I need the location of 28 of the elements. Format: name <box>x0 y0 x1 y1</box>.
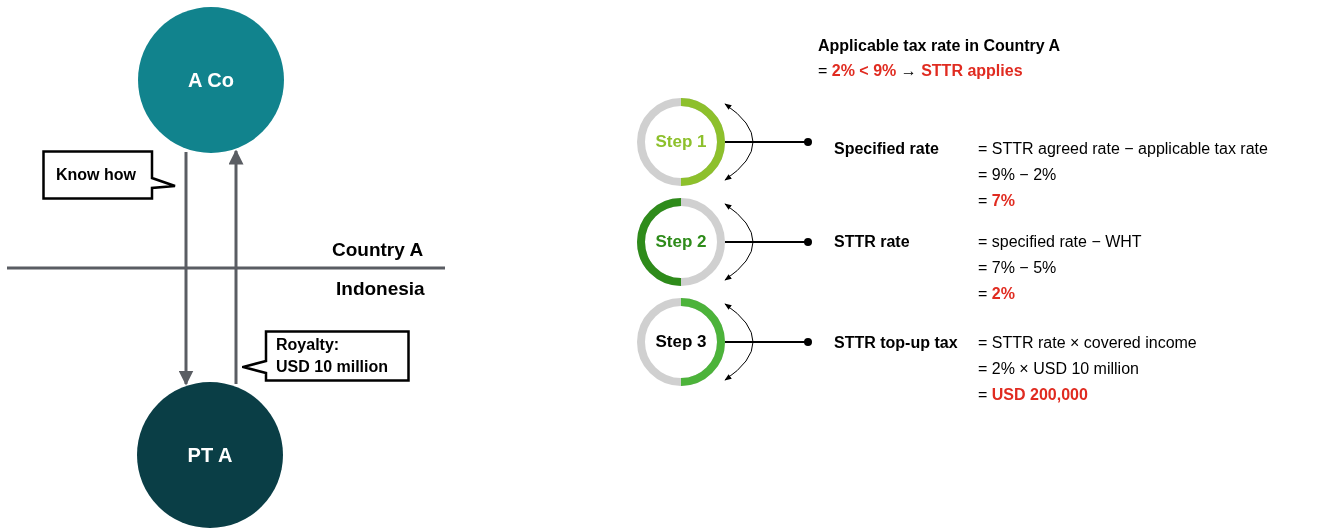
arrow <box>178 152 194 386</box>
formula-text: = 9% − 2% <box>978 165 1057 185</box>
step-title: Specified rate <box>834 139 939 159</box>
arrow <box>228 149 244 384</box>
formula-text: = 7% <box>978 191 1015 211</box>
step-ring: Step 2 <box>637 198 725 286</box>
step-title: STTR top-up tax <box>834 333 958 353</box>
entity-circle: A Co <box>138 7 284 153</box>
region-label: Indonesia <box>336 279 425 299</box>
step-ring: Step 3 <box>637 298 725 386</box>
connector-line <box>724 238 812 246</box>
formula-text: = STTR agreed rate − applicable tax rate <box>978 139 1268 159</box>
formula-text: = 2% < 9% → STTR applies <box>818 61 1023 81</box>
callout-box: Know how <box>42 150 176 200</box>
connector-line <box>724 138 812 146</box>
step-title: STTR rate <box>834 232 910 252</box>
formula-text: = USD 200,000 <box>978 385 1088 405</box>
formula-text: = 2% <box>978 284 1015 304</box>
entity-circle: PT A <box>137 382 283 528</box>
callout-box: Royalty: USD 10 million <box>242 330 410 382</box>
connector-line <box>724 338 812 346</box>
step-ring: Step 1 <box>637 98 725 186</box>
formula-text: = specified rate − WHT <box>978 232 1142 252</box>
formula-text: = STTR rate × covered income <box>978 333 1197 353</box>
heading: Applicable tax rate in Country A <box>818 36 1061 56</box>
formula-text: = 2% × USD 10 million <box>978 359 1139 379</box>
region-label: Country A <box>332 240 424 260</box>
formula-text: = 7% − 5% <box>978 258 1057 278</box>
